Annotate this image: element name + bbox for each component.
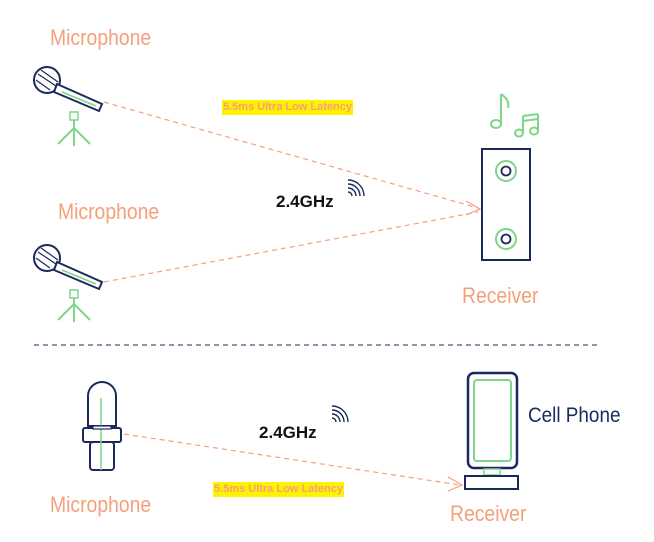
microphone-3-label: Microphone: [50, 492, 152, 517]
cell-phone-label: Cell Phone: [528, 404, 621, 427]
wireless-signal-icon-bottom: [331, 405, 349, 423]
phone-receiver-dongle-icon: [464, 468, 519, 490]
arrowhead: [465, 200, 482, 216]
latency-label-bottom: 5.5ms Ultra Low Latency: [213, 482, 344, 497]
receiver-label: Receiver: [462, 283, 539, 308]
latency-label: 5.5ms Ultra Low Latency: [222, 100, 353, 115]
microphone-1-label: Microphone: [50, 25, 152, 50]
speaker-receiver-icon: [481, 148, 531, 261]
frequency-label-bottom: 2.4GHz: [259, 423, 317, 442]
handheld-microphone-1-icon: [33, 66, 104, 146]
signal-line-mic2: [103, 211, 479, 283]
cell-phone-icon: [466, 371, 519, 470]
frequency-label: 2.4GHz: [276, 192, 334, 211]
microphone-2-label: Microphone: [58, 199, 160, 224]
receiver-label-bottom: Receiver: [450, 501, 527, 526]
signal-line-bottom: [123, 433, 461, 486]
lavalier-microphone-icon: [82, 381, 122, 471]
wireless-signal-icon: [347, 179, 365, 197]
music-notes-icon: [490, 93, 539, 138]
signal-line-mic1: [103, 101, 479, 209]
arrowhead-bottom: [447, 476, 464, 492]
handheld-microphone-2-icon: [33, 244, 104, 322]
